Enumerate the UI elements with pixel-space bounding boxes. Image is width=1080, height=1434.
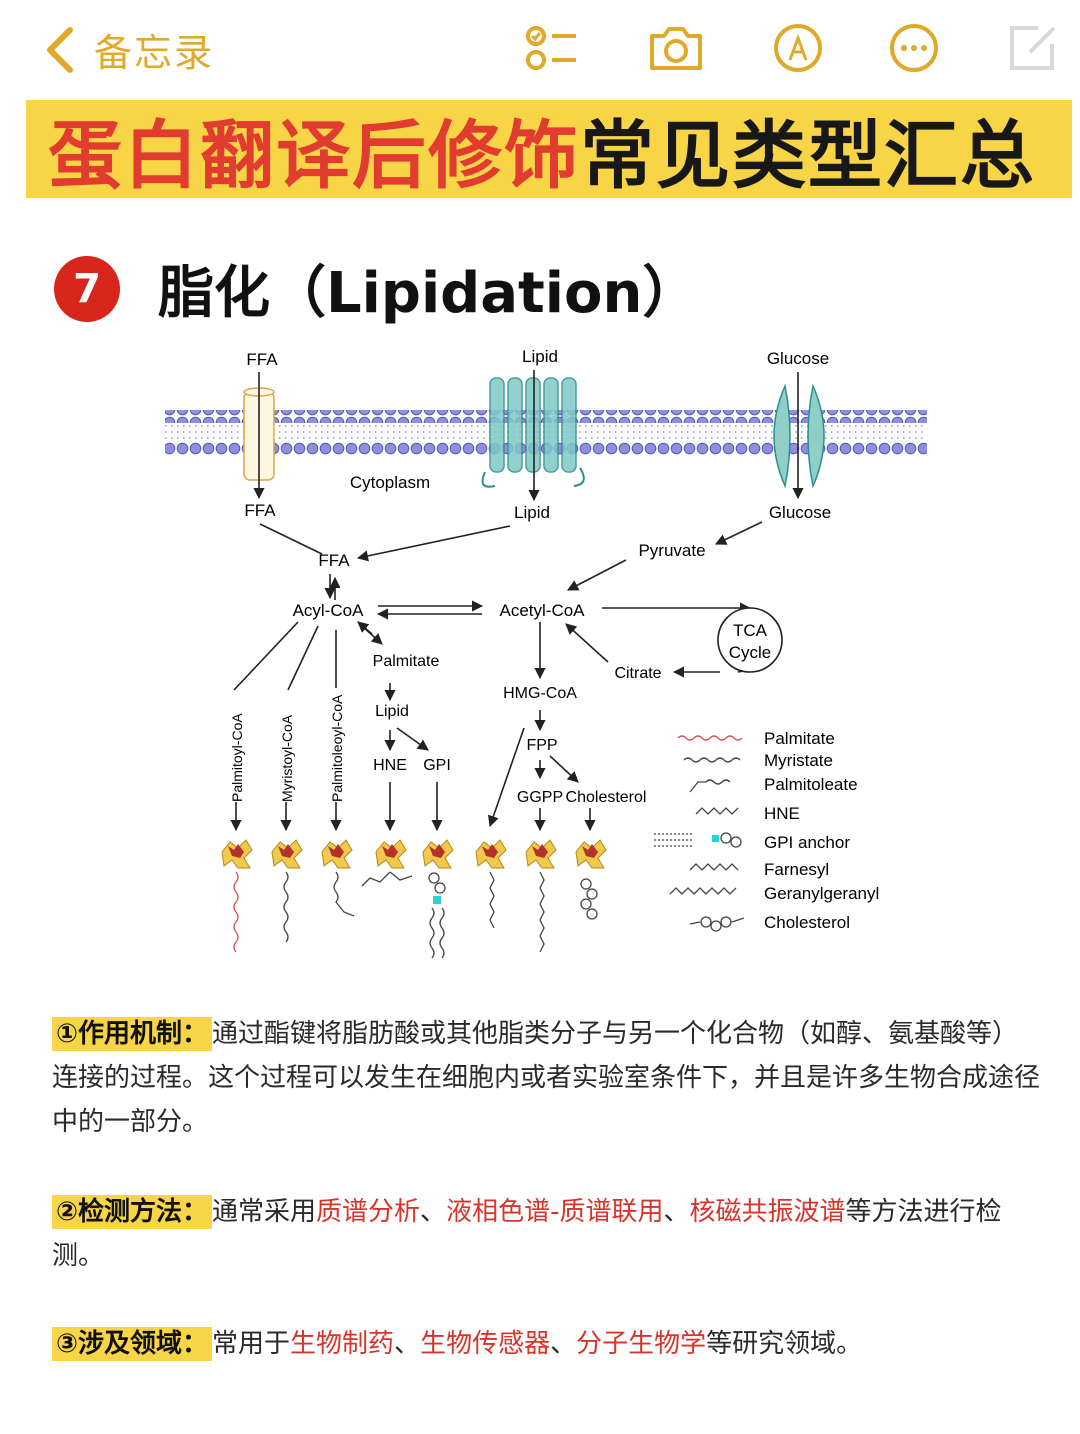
title-banner: 蛋白翻译后修饰常见类型汇总: [26, 100, 1072, 199]
field-biopharma: 生物制药: [290, 1329, 395, 1359]
section-number-badge: 7: [54, 255, 120, 322]
fields-text-2: 等研究领域。: [706, 1329, 863, 1359]
legend-hne: HNE: [764, 804, 800, 823]
mechanism-label: ①作用机制：: [52, 1017, 213, 1051]
vlabel-palmitoyl-coa: Palmitoyl-CoA: [229, 713, 245, 802]
node-acetyl-coa: Acetyl-CoA: [499, 601, 585, 620]
vlabel-palmitoleoyl-coa: Palmitoleoyl-CoA: [329, 694, 345, 802]
node-gpi: GPI: [423, 757, 451, 774]
legend-myristate: Myristate: [764, 751, 833, 770]
node-hmg-coa: HMG-CoA: [503, 685, 577, 702]
label-glucose-top: Glucose: [767, 349, 829, 368]
node-palmitate: Palmitate: [373, 653, 440, 670]
tca-cycle-circle: [717, 607, 783, 673]
detection-sep-2: 、: [663, 1197, 690, 1227]
node-ggpp: GGPP: [517, 789, 563, 806]
nav-bar: 备忘录: [0, 0, 1080, 96]
protein-molecules: [221, 839, 607, 869]
section-title: 脂化（Lipidation）: [158, 261, 699, 326]
diagram-legend: Palmitate Myristate Palmitoleate HNE GPI…: [654, 729, 879, 932]
detection-paragraph: ②检测方法：通常采用质谱分析、液相色谱-质谱联用、核磁共振波谱等方法进行检测。: [52, 1190, 1042, 1278]
node-ffa: FFA: [318, 551, 350, 570]
label-cytoplasm: Cytoplasm: [350, 473, 430, 492]
label-lipid-inner: Lipid: [514, 503, 550, 522]
fields-sep-1: 、: [394, 1329, 421, 1359]
glucose-transporter: [773, 383, 825, 489]
vlabel-myristoyl-coa: Myristoyl-CoA: [279, 714, 295, 802]
title-red: 蛋白翻译后修饰: [48, 112, 580, 199]
fields-paragraph: ③涉及领域：常用于生物制药、生物传感器、分子生物学等研究领域。: [52, 1322, 1042, 1366]
compose-icon[interactable]: [1006, 22, 1062, 74]
detection-method-lcms: 液相色谱-质谱联用: [446, 1197, 664, 1227]
section-heading: 7 脂化（Lipidation）: [54, 248, 698, 329]
fields-text-1: 常用于: [212, 1329, 291, 1359]
fields-label: ③涉及领域：: [52, 1327, 213, 1361]
detection-sep-1: 、: [420, 1197, 447, 1227]
node-cycle: Cycle: [729, 643, 772, 662]
detection-label: ②检测方法：: [52, 1195, 213, 1229]
field-molecular-biology: 分子生物学: [576, 1329, 707, 1359]
field-biosensor: 生物传感器: [420, 1329, 551, 1359]
page-title: 蛋白翻译后修饰常见类型汇总: [48, 96, 1036, 203]
node-fpp: FPP: [526, 737, 557, 754]
checklist-icon[interactable]: [524, 22, 580, 74]
markup-pen-icon[interactable]: [770, 22, 826, 74]
fields-sep-2: 、: [550, 1329, 577, 1359]
mechanism-paragraph: ①作用机制：通过酯键将脂肪酸或其他脂类分子与另一个化合物（如醇、氨基酸等）连接的…: [52, 1012, 1042, 1144]
lipidation-pathway-diagram: FFA Lipid Glucose Cytoplasm FFA Lipid Gl…: [165, 347, 927, 959]
camera-icon[interactable]: [648, 22, 704, 74]
legend-geranylgeranyl: Geranylgeranyl: [764, 884, 879, 903]
node-tca: TCA: [733, 621, 768, 640]
node-cholesterol: Cholesterol: [566, 789, 647, 806]
node-citrate: Citrate: [614, 665, 661, 682]
node-acyl-coa: Acyl-CoA: [293, 601, 365, 620]
title-dark: 常见类型汇总: [580, 112, 1036, 199]
label-glucose-inner: Glucose: [769, 503, 831, 522]
node-hne: HNE: [373, 757, 407, 774]
node-pyruvate: Pyruvate: [638, 541, 705, 560]
legend-palmitate: Palmitate: [764, 729, 835, 748]
legend-cholesterol: Cholesterol: [764, 913, 850, 932]
detection-method-ms: 质谱分析: [316, 1197, 421, 1227]
lipid-transporter: [489, 377, 577, 473]
detection-text-1: 通常采用: [212, 1197, 317, 1227]
node-lipid: Lipid: [375, 703, 409, 720]
more-icon[interactable]: [886, 22, 942, 74]
lipid-tails: [233, 871, 598, 959]
detection-text-2: 等方法进行检测。: [52, 1197, 1002, 1271]
mechanism-text: 通过酯键将脂肪酸或其他脂类分子与另一个化合物（如醇、氨基酸等）连接的过程。这个过…: [52, 1019, 1041, 1137]
back-button[interactable]: 备忘录: [42, 22, 214, 77]
label-ffa-inner: FFA: [244, 501, 276, 520]
label-lipid-top: Lipid: [522, 347, 558, 366]
legend-palmitoleate: Palmitoleate: [764, 775, 858, 794]
detection-method-nmr: 核磁共振波谱: [689, 1197, 846, 1227]
legend-gpi-anchor: GPI anchor: [764, 833, 850, 852]
chevron-left-icon: [47, 26, 73, 73]
label-ffa-top: FFA: [246, 350, 278, 369]
legend-farnesyl: Farnesyl: [764, 860, 829, 879]
back-label: 备忘录: [94, 31, 215, 75]
